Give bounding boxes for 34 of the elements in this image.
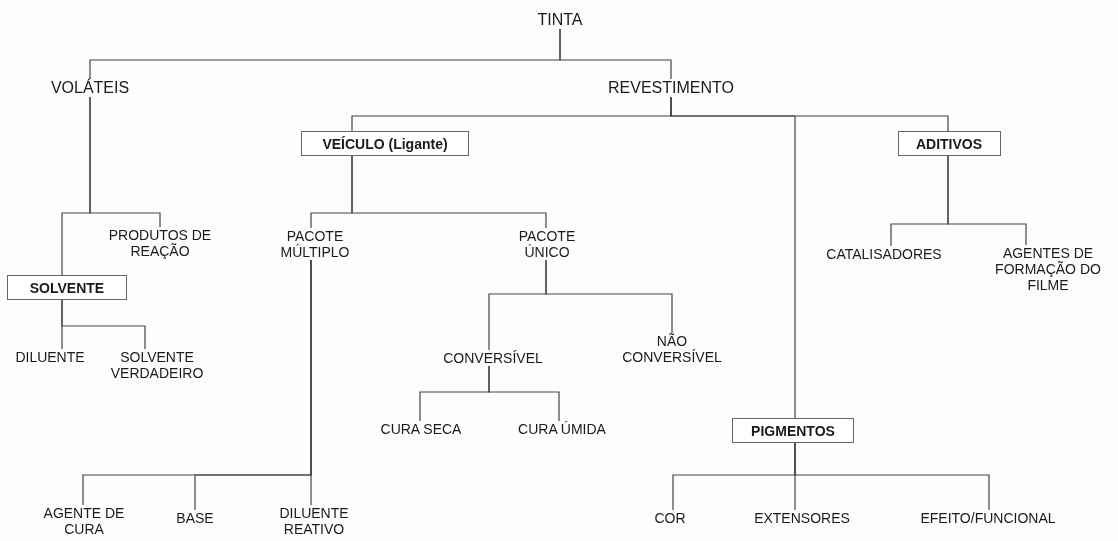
category-box: ADITIVOS bbox=[897, 131, 1001, 156]
connector-line bbox=[61, 299, 146, 350]
category-label: SOLVENTE VERDADEIRO bbox=[102, 349, 212, 381]
category-label: CATALISADORES bbox=[819, 246, 949, 262]
category-label: EXTENSORES bbox=[747, 510, 857, 526]
category-label: CONVERSÍVEL bbox=[433, 350, 553, 366]
category-box: SOLVENTE bbox=[7, 275, 127, 300]
category-label: AGENTE DE CURA bbox=[34, 505, 134, 537]
connector-line bbox=[545, 259, 673, 334]
category-label: AGENTES DE FORMAÇÃO DO FILME bbox=[983, 245, 1113, 293]
connector-line bbox=[351, 155, 547, 229]
category-label: REVESTIMENTO bbox=[596, 79, 746, 97]
category-label: CURA SECA bbox=[371, 421, 471, 437]
category-label: DILUENTE REATIVO bbox=[264, 505, 364, 537]
connector-line bbox=[670, 96, 949, 132]
connector-line bbox=[89, 96, 161, 228]
category-label: BASE bbox=[165, 510, 225, 526]
category-label: COR bbox=[640, 510, 700, 526]
category-box: VEÍCULO (Ligante) bbox=[301, 131, 469, 156]
connector-line bbox=[310, 259, 312, 506]
category-label: TINTA bbox=[520, 11, 600, 29]
category-label: EFEITO/FUNCIONAL bbox=[913, 510, 1063, 526]
connector-line bbox=[794, 442, 990, 511]
connector-line bbox=[488, 365, 560, 422]
category-label: PRODUTOS DE REAÇÃO bbox=[95, 227, 225, 259]
category-label: PACOTE ÚNICO bbox=[502, 228, 592, 260]
category-label: VOLÁTEIS bbox=[35, 79, 145, 97]
category-label: NÃO CONVERSÍVEL bbox=[612, 333, 732, 365]
category-label: DILUENTE bbox=[5, 349, 95, 365]
category-box: PIGMENTOS bbox=[732, 418, 854, 443]
connector-line bbox=[559, 28, 672, 80]
category-label: PACOTE MÚLTIPLO bbox=[265, 228, 365, 260]
category-label: CURA ÚMIDA bbox=[512, 421, 612, 437]
connector-line bbox=[947, 155, 1027, 246]
